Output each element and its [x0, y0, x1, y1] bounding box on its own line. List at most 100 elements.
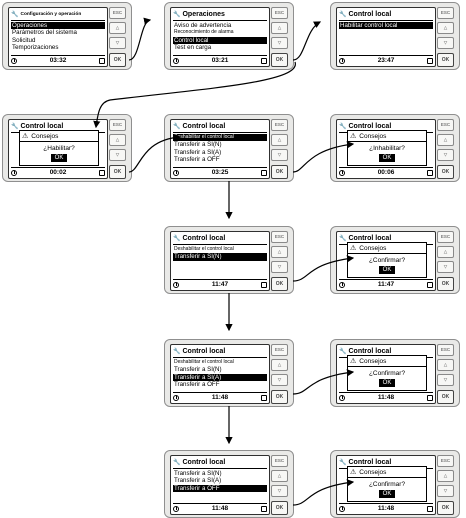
up-button[interactable]: △ [437, 359, 454, 371]
menu-item[interactable]: Reconocimiento de alarma [174, 29, 234, 36]
menu-item[interactable]: Transferir a SI(N) [174, 366, 222, 374]
up-button[interactable]: △ [271, 134, 288, 146]
down-button[interactable]: ▽ [109, 37, 126, 49]
dialog-ok-button[interactable]: OK [51, 154, 67, 162]
up-button[interactable]: △ [109, 22, 126, 34]
keypad: ESC △ ▽ OK [271, 119, 288, 179]
menu-item[interactable]: Test en carga [174, 44, 212, 52]
menu-item[interactable]: Transferir a OFF [174, 156, 220, 164]
down-button[interactable]: ▽ [271, 149, 288, 161]
ok-button[interactable]: OK [437, 390, 454, 404]
mode-icon [261, 169, 267, 176]
esc-button[interactable]: ESC [437, 7, 454, 19]
menu-item[interactable]: Transferir a SI(A) [173, 373, 267, 382]
esc-button[interactable]: ESC [271, 119, 288, 131]
ok-button[interactable]: OK [271, 165, 288, 179]
esc-button[interactable]: ESC [437, 455, 454, 467]
esc-button[interactable]: ESC [271, 455, 288, 467]
dialog-ok-button[interactable]: OK [379, 154, 395, 162]
menu-item[interactable]: Aviso de advertencia [174, 22, 232, 29]
down-button[interactable]: ▽ [437, 37, 454, 49]
ok-button[interactable]: OK [437, 53, 454, 67]
clock-icon [11, 57, 17, 64]
menu-item[interactable]: Transferir a SI(A) [174, 148, 222, 156]
menu-item[interactable]: Transferir a SI(A) [174, 477, 222, 485]
ok-button[interactable]: OK [437, 277, 454, 291]
up-button[interactable]: △ [271, 22, 288, 34]
esc-button[interactable]: ESC [437, 119, 454, 131]
menu-item[interactable]: Transferir a SI(N) [174, 470, 222, 477]
esc-button[interactable]: ESC [271, 344, 288, 356]
clock-time: 11:47 [211, 281, 229, 288]
menu-item[interactable]: Transferir a SI(N) [174, 141, 222, 149]
menu-item[interactable]: Transferir a SI(N) [173, 253, 267, 261]
menu-item[interactable]: Operaciones [11, 22, 105, 30]
menu-item[interactable]: Transferir a OFF [174, 381, 220, 389]
up-button[interactable]: △ [271, 246, 288, 258]
keypad: ESC △ ▽ OK [271, 344, 288, 404]
dialog-header-text: Consejos [359, 468, 387, 476]
up-button[interactable]: △ [109, 134, 126, 146]
menu-item[interactable]: Temporizaciones [12, 44, 59, 52]
dialog-header-text: Consejos [359, 132, 387, 140]
status-bar: 00:06 [339, 167, 433, 177]
down-button[interactable]: ▽ [271, 261, 288, 273]
clock-time: 00:02 [49, 169, 67, 176]
up-button[interactable]: △ [437, 470, 454, 482]
menu-item[interactable]: Deshabilitar el control local [173, 134, 267, 142]
clock-time: 11:48 [377, 505, 395, 512]
down-button[interactable]: ▽ [271, 37, 288, 49]
menu-item[interactable]: Solicitud [12, 36, 36, 44]
up-button[interactable]: △ [271, 470, 288, 482]
ok-button[interactable]: OK [271, 390, 288, 404]
status-bar: 23:47 [339, 55, 433, 65]
down-button[interactable]: ▽ [437, 374, 454, 386]
wrench-icon: 🔧 [173, 235, 181, 242]
menu-item[interactable]: Transferir a OFF [173, 484, 267, 493]
dialog-ok-button[interactable]: OK [379, 490, 395, 498]
ok-button[interactable]: OK [437, 165, 454, 179]
menu-item[interactable]: Control local [173, 36, 267, 45]
down-button[interactable]: ▽ [437, 149, 454, 161]
down-button[interactable]: ▽ [437, 261, 454, 273]
menu-item[interactable]: Parámetros del sistema [12, 29, 77, 37]
esc-button[interactable]: ESC [437, 344, 454, 356]
wrench-icon: 🔧 [173, 11, 181, 18]
up-button[interactable]: △ [437, 134, 454, 146]
esc-button[interactable]: ESC [109, 119, 126, 131]
ok-button[interactable]: OK [109, 165, 126, 179]
wrench-icon: 🔧 [173, 123, 181, 130]
dialog-ok-button[interactable]: OK [379, 379, 395, 387]
up-button[interactable]: △ [437, 246, 454, 258]
ok-button[interactable]: OK [437, 501, 454, 515]
ok-button[interactable]: OK [271, 53, 288, 67]
status-bar: 11:47 [339, 279, 433, 289]
esc-button[interactable]: ESC [109, 7, 126, 19]
down-button[interactable]: ▽ [437, 485, 454, 497]
clock-time: 03:25 [211, 169, 229, 176]
status-bar: 11:48 [173, 503, 267, 513]
dialog-question: ¿Confirmar? [368, 257, 406, 264]
up-button[interactable]: △ [437, 22, 454, 34]
ok-button[interactable]: OK [271, 501, 288, 515]
esc-button[interactable]: ESC [437, 231, 454, 243]
ok-button[interactable]: OK [109, 53, 126, 67]
down-button[interactable]: ▽ [271, 374, 288, 386]
menu-item[interactable]: Habilitar control local [339, 22, 433, 30]
esc-button[interactable]: ESC [271, 7, 288, 19]
clock-icon [173, 169, 179, 176]
dialog-ok-button[interactable]: OK [379, 266, 395, 274]
screen-title-row: 🔧Configuración y operación [11, 9, 105, 21]
ok-button[interactable]: OK [271, 277, 288, 291]
dialog-header: ⚠Consejos [348, 131, 426, 142]
down-button[interactable]: ▽ [109, 149, 126, 161]
menu-item[interactable]: Deshabilitar el control local [174, 359, 234, 365]
up-button[interactable]: △ [271, 359, 288, 371]
down-button[interactable]: ▽ [271, 485, 288, 497]
screen-title: Control local [348, 348, 392, 355]
menu-item[interactable]: Deshabilitar el control local [174, 246, 234, 252]
esc-button[interactable]: ESC [271, 231, 288, 243]
